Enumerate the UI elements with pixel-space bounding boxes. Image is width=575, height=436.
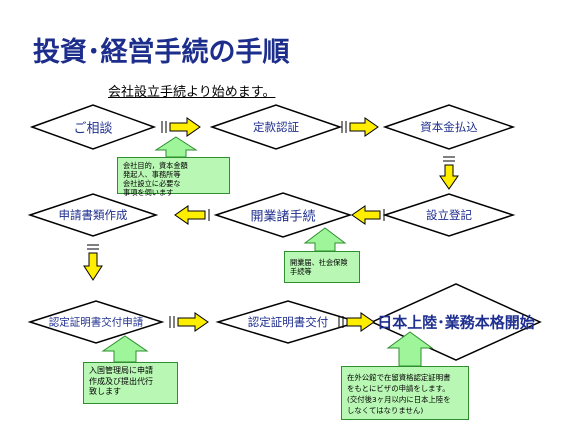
note-arrow-consult <box>154 136 198 158</box>
note-arrow-business <box>303 227 347 252</box>
page-title: 投資･経営手続の手順 <box>33 37 290 68</box>
node-application-docs-label: 申請書類作成 <box>58 208 128 222</box>
diamond-consult <box>29 104 157 150</box>
node-capital-label: 資本金払込 <box>420 120 478 134</box>
arrow-right-1 <box>161 117 201 137</box>
arrow-right-4 <box>338 312 375 332</box>
note-business-line-2: 手続等 <box>290 267 312 276</box>
node-registration-label: 設立登記 <box>426 208 472 222</box>
note-immigration: 入国管理局に申請 作成及び提出代行 致します <box>83 362 178 404</box>
diamond-application-docs <box>27 193 159 237</box>
node-cert-issued-label: 認定証明書交付 <box>247 315 329 329</box>
diamond-registration <box>382 193 516 237</box>
arrow-right-2 <box>341 117 379 137</box>
node-articles-label: 定款認証 <box>253 120 299 134</box>
note-consulate-line-3: (交付後3ヶ月以内に日本上陸を <box>347 395 451 404</box>
note-consult-line-1: 会社目的，資本金額 <box>123 161 188 170</box>
node-consult-label: ご相談 <box>73 121 113 137</box>
arrow-down-1 <box>439 156 459 190</box>
note-immigration-line-2: 作成及び提出代行 <box>89 376 153 386</box>
note-consult: 会社目的，資本金額 発起人、事務所等 会社設立に必要な 事項を伺います <box>117 157 230 197</box>
diamond-articles <box>209 104 343 150</box>
note-consult-line-4: 事項を伺います <box>123 188 174 197</box>
note-consulate-line-1: 在外公館で在留資格認定証明書 <box>347 373 451 382</box>
note-consulate: 在外公館で在留資格認定証明書 をもとにビザの申請をします。 (交付後3ヶ月以内に… <box>341 366 469 420</box>
note-consult-line-2: 発起人、事務所等 <box>123 170 181 179</box>
note-arrow-immigration <box>101 335 149 363</box>
arrow-left-1 <box>351 205 385 225</box>
arrow-left-2 <box>174 205 210 225</box>
node-start-label: 日本上陸･業務本格開始 <box>377 313 535 332</box>
note-consulate-line-2: をもとにビザの申請をします。 <box>347 384 450 393</box>
note-consulate-line-4: しなくてはなりません) <box>347 406 424 415</box>
arrow-right-3 <box>169 312 209 332</box>
note-consult-line-3: 会社設立に必要な <box>123 179 181 188</box>
note-immigration-line-1: 入国管理局に申請 <box>89 366 153 375</box>
arrow-down-2 <box>83 244 103 281</box>
diamond-cert-application <box>27 300 165 344</box>
diamond-business <box>213 192 353 238</box>
diamond-capital <box>382 104 516 150</box>
node-cert-application-label: 認定証明書交付申請 <box>48 316 144 329</box>
page-subtitle: 会社設立手続より始めます。 <box>108 85 276 100</box>
note-business-line-1: 開業届、社会保険 <box>290 258 348 267</box>
note-business: 開業届、社会保険 手続等 <box>284 251 360 283</box>
node-business-label: 開業諸手続 <box>250 209 316 225</box>
note-immigration-line-3: 致します <box>89 387 121 396</box>
